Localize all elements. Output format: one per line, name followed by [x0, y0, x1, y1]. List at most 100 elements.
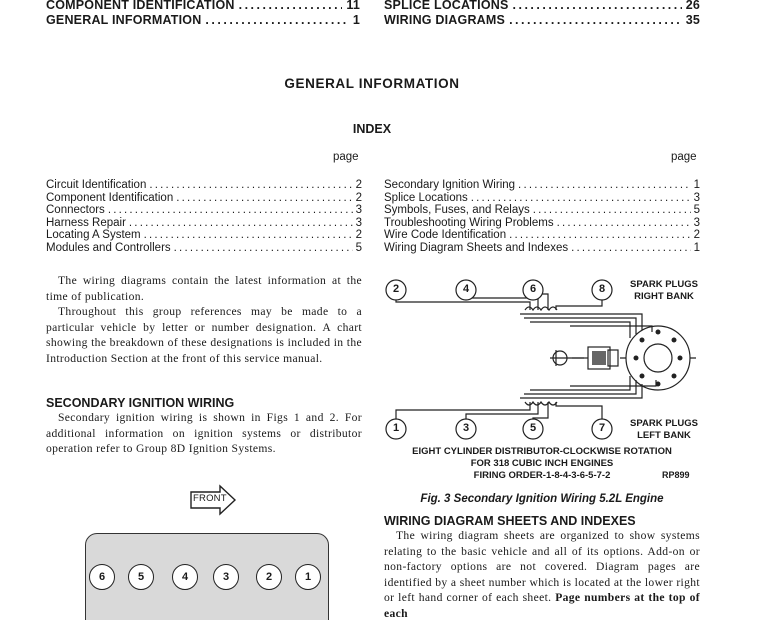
bank-label-line: SPARK PLUGS: [630, 279, 698, 290]
cylinder-number: 5: [137, 571, 145, 583]
index-entry-page: 5: [693, 204, 700, 216]
diagram-caption-line: EIGHT CYLINDER DISTRIBUTOR-CLOCKWISE ROT…: [412, 446, 672, 457]
index-entry-label: Symbols, Fuses, and Relays: [384, 204, 530, 216]
bank-label-line: LEFT BANK: [637, 430, 691, 441]
leader-dots: ........................................…: [556, 216, 691, 229]
plug-number: 1: [392, 422, 400, 434]
wiring-sheets-heading: WIRING DIAGRAM SHEETS AND INDEXES: [384, 514, 636, 528]
index-entry-page: 2: [693, 229, 700, 241]
plug-number: 5: [529, 422, 537, 434]
cylinder-circle: 5: [128, 564, 154, 590]
reference-code: RP899: [662, 470, 690, 480]
cylinder-circle: 4: [172, 564, 198, 590]
section-title: GENERAL INFORMATION: [284, 76, 460, 91]
page-column-header: page: [333, 151, 359, 163]
page-column-header: page: [671, 151, 697, 163]
toc-page: 1: [352, 13, 360, 27]
index-entry-label: Wiring Diagram Sheets and Indexes: [384, 241, 569, 254]
cylinder-number: 1: [304, 571, 312, 583]
cylinder-circle: 1: [295, 564, 321, 590]
toc-row[interactable]: COMPONENT IDENTIFICATION ...............…: [46, 0, 360, 12]
toc-row[interactable]: SPLICE LOCATIONS .......................…: [384, 0, 700, 12]
index-entry-page: 1: [693, 179, 700, 191]
cylinder-circle: 2: [256, 564, 282, 590]
leader-dots: ........................................…: [128, 216, 353, 229]
intro-text: The wiring diagrams contain the latest i…: [46, 273, 362, 367]
index-entry[interactable]: Symbols, Fuses, and Relays..............…: [384, 204, 700, 217]
index-entry-page: 3: [355, 216, 362, 229]
ignition-wiring-diagram: [385, 279, 696, 440]
index-entry-label: Locating A System: [46, 229, 141, 241]
intro-paragraph: Throughout this group references may be …: [46, 305, 362, 365]
plug-number: 8: [598, 283, 606, 295]
index-entry-page: 3: [355, 204, 362, 216]
index-entry[interactable]: Component Identification................…: [46, 192, 362, 205]
index-entry-page: 3: [693, 191, 700, 204]
index-entry-page: 1: [693, 241, 700, 254]
right-bank-label: SPARK PLUGS RIGHT BANK: [624, 279, 704, 303]
leader-dots: ........................................…: [176, 191, 352, 204]
toc-page: 26: [685, 0, 700, 12]
toc-label: WIRING DIAGRAMS: [384, 13, 506, 27]
leader-dots: ........................................…: [571, 241, 691, 254]
cylinder-number: 3: [222, 571, 230, 583]
toc-page: 35: [685, 13, 700, 27]
index-entry-label: Secondary Ignition Wiring: [384, 179, 516, 191]
diagram-caption-line: FOR 318 CUBIC INCH ENGINES: [470, 458, 614, 469]
leader-dots: ........................................…: [238, 0, 343, 12]
toc-row[interactable]: WIRING DIAGRAMS ........................…: [384, 13, 700, 27]
leader-dots: ........................................…: [518, 179, 691, 191]
toc-label: SPLICE LOCATIONS: [384, 0, 509, 12]
index-entry-label: Component Identification: [46, 191, 174, 204]
secondary-ignition-paragraph: Secondary ignition wiring is shown in Fi…: [46, 411, 362, 456]
bank-label-line: SPARK PLUGS: [630, 418, 698, 429]
plug-number: 7: [598, 422, 606, 434]
leader-dots: ........................................…: [107, 204, 353, 216]
front-label: FRONT: [193, 493, 227, 504]
index-entry[interactable]: Troubleshooting Wiring Problems.........…: [384, 217, 700, 230]
index-entry[interactable]: Harness Repair..........................…: [46, 217, 362, 230]
cylinder-number: 2: [265, 571, 273, 583]
wiring-sheets-text: The wiring diagram sheets are organized …: [384, 528, 700, 620]
toc-label: COMPONENT IDENTIFICATION: [46, 0, 235, 12]
leader-dots: ........................................…: [532, 204, 691, 216]
left-bank-label: SPARK PLUGS LEFT BANK: [624, 418, 704, 442]
leader-dots: ........................................…: [143, 229, 353, 241]
index-entry-page: 2: [355, 229, 362, 241]
leader-dots: ........................................…: [149, 179, 352, 191]
leader-dots: ........................................…: [509, 229, 691, 241]
index-entry[interactable]: Wire Code Identification................…: [384, 229, 700, 242]
toc-page: 11: [346, 0, 360, 12]
index-entry-label: Circuit Identification: [46, 179, 147, 191]
index-entry[interactable]: Splice Locations........................…: [384, 192, 700, 205]
cylinder-circle: 3: [213, 564, 239, 590]
plug-number: 3: [462, 422, 470, 434]
wiring-sheets-normal: The wiring diagram sheets are organized …: [384, 529, 700, 605]
engine-block: [85, 533, 329, 620]
index-entry[interactable]: Connectors..............................…: [46, 204, 362, 217]
index-entry[interactable]: Modules and Controllers.................…: [46, 242, 362, 255]
secondary-ignition-heading: SECONDARY IGNITION WIRING: [46, 396, 235, 410]
leader-dots: ........................................…: [509, 13, 682, 27]
index-entry[interactable]: Circuit Identification..................…: [46, 179, 362, 192]
index-entry[interactable]: Wiring Diagram Sheets and Indexes.......…: [384, 242, 700, 255]
toc-row[interactable]: GENERAL INFORMATION ....................…: [46, 13, 360, 27]
index-entry-label: Harness Repair: [46, 216, 126, 229]
leader-dots: ........................................…: [205, 13, 349, 27]
index-entry-page: 5: [355, 241, 362, 254]
cylinder-circle: 6: [89, 564, 115, 590]
wiring-sheets-paragraph: The wiring diagram sheets are organized …: [384, 528, 700, 620]
bank-label-line: RIGHT BANK: [634, 291, 694, 302]
intro-paragraph: The wiring diagrams contain the latest i…: [46, 274, 362, 303]
index-entry-page: 2: [355, 191, 362, 204]
front-arrow-icon: [190, 484, 237, 516]
cylinder-number: 4: [181, 571, 189, 583]
index-entry-label: Modules and Controllers: [46, 241, 171, 254]
plug-number: 6: [529, 283, 537, 295]
index-entry[interactable]: Secondary Ignition Wiring...............…: [384, 179, 700, 192]
index-entry[interactable]: Locating A System.......................…: [46, 229, 362, 242]
index-entry-label: Splice Locations: [384, 191, 468, 204]
index-title: INDEX: [352, 122, 392, 136]
index-entry-label: Troubleshooting Wiring Problems: [384, 216, 554, 229]
wiring-sheets-bold: Page numbers at the top of each: [384, 591, 700, 620]
